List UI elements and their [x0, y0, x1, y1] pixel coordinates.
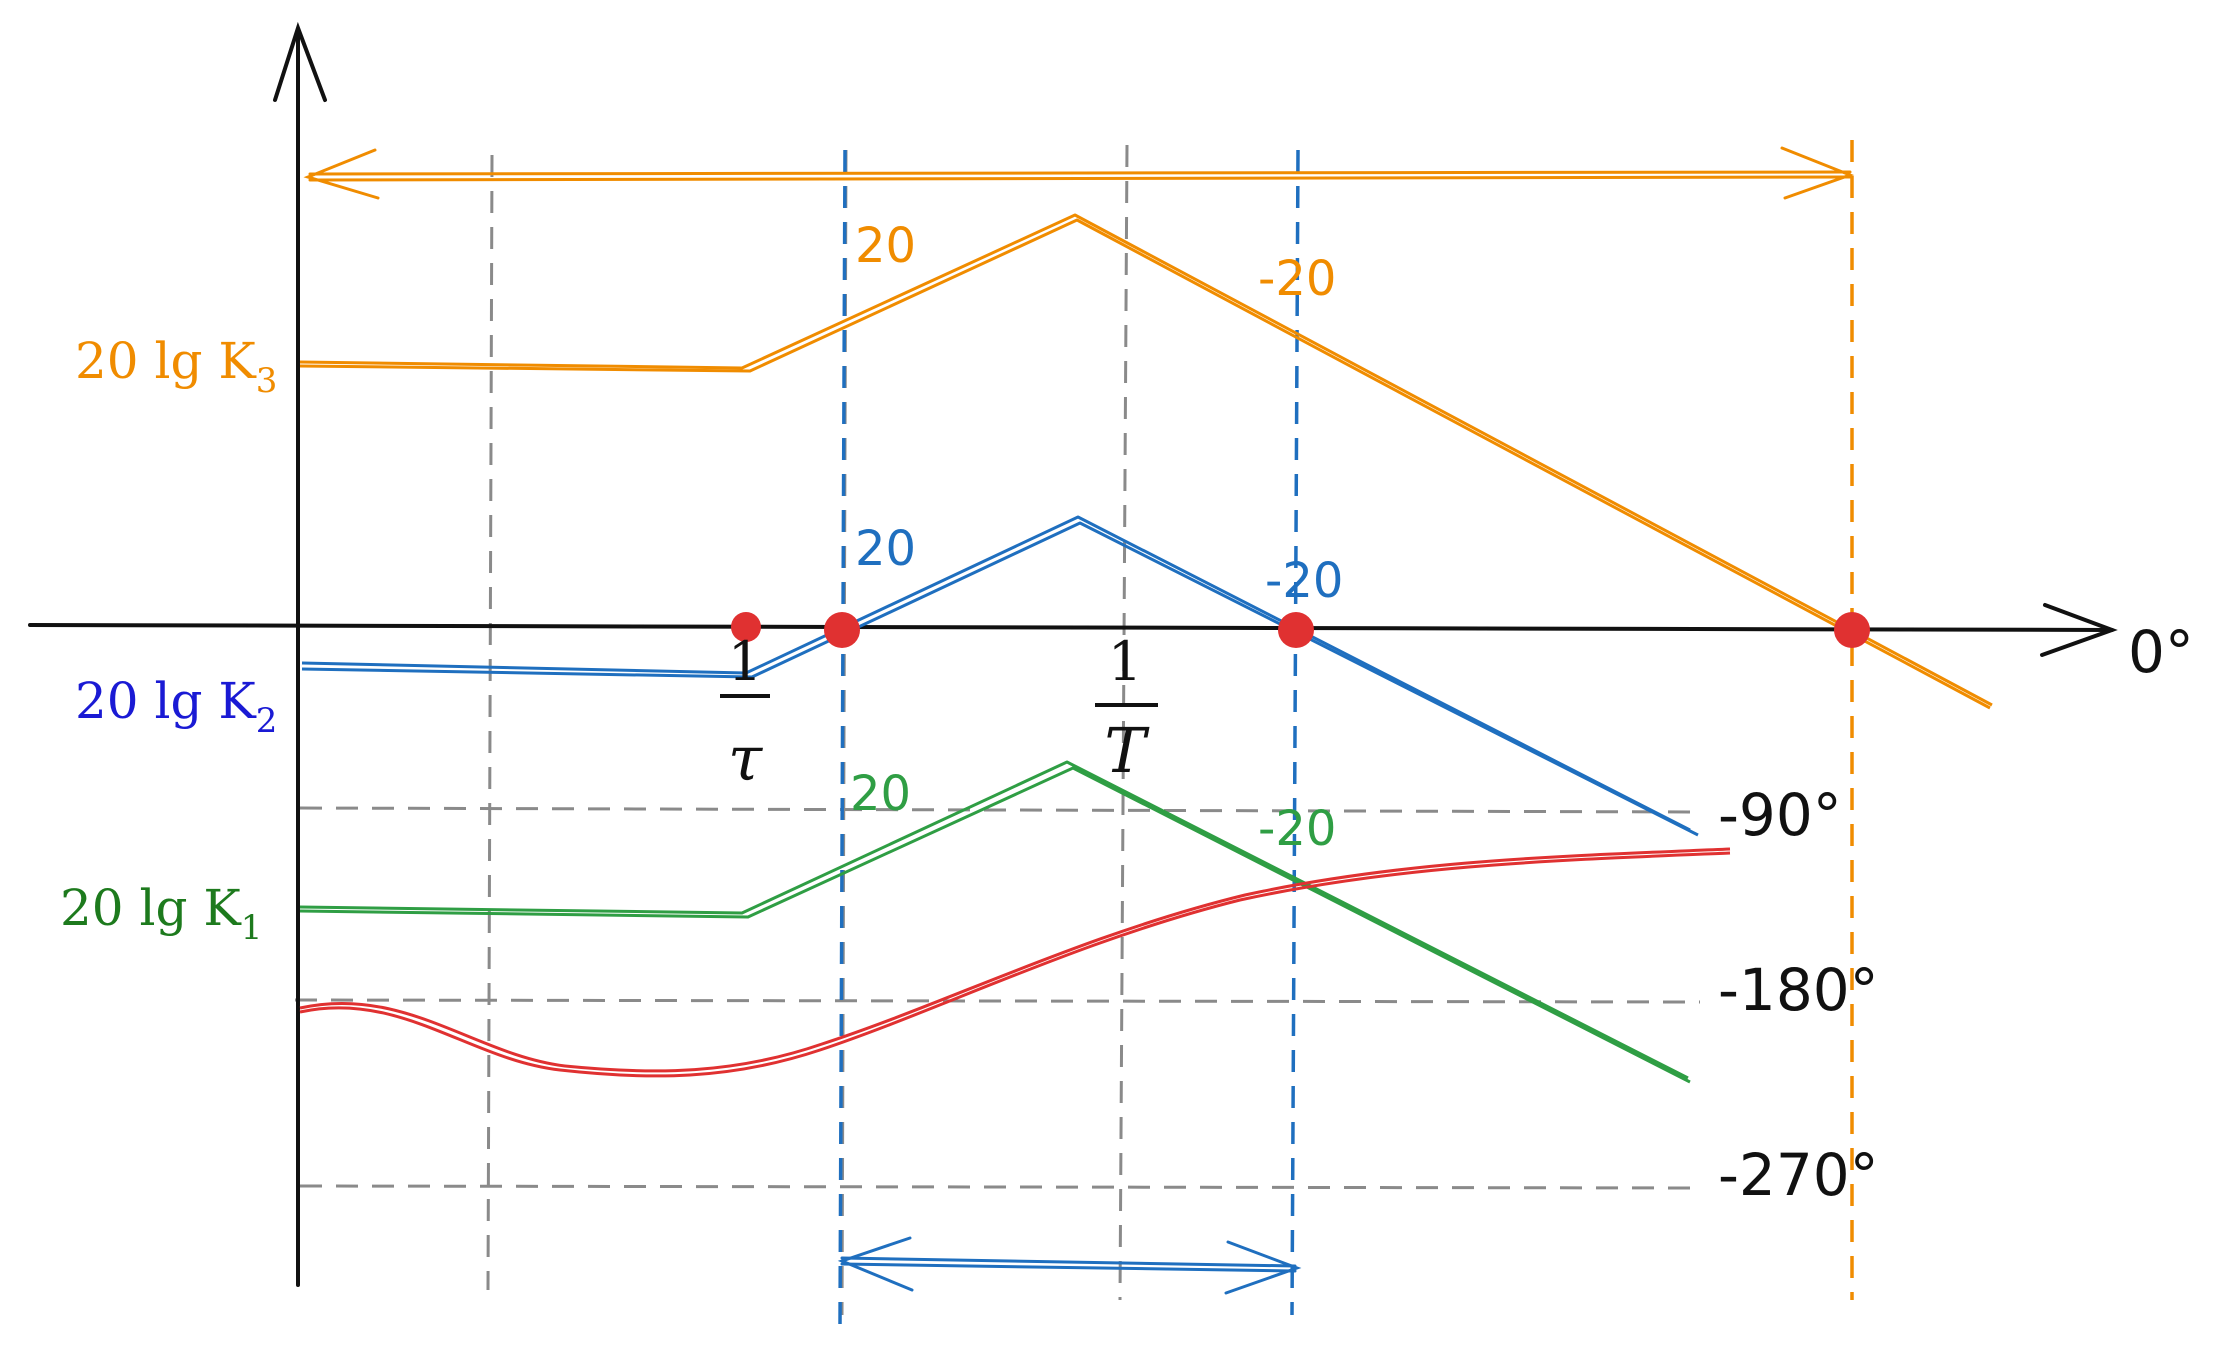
crossover-point-orange	[1834, 612, 1870, 648]
orange-magnitude-curve	[299, 213, 1993, 710]
crossover-point-blue-left	[824, 612, 860, 648]
corner-point-1-tau	[731, 612, 761, 642]
slope-label-orange-down: -20	[1258, 251, 1336, 307]
fraction-tau-denominator: τ	[728, 722, 764, 795]
slope-label-orange-up: 20	[855, 218, 916, 274]
degree-label-0: 0°	[2128, 618, 2194, 686]
gain-label-k2: 20 lg K2	[75, 672, 277, 741]
vertical-grid-line	[1118, 144, 1129, 1301]
arrow-up-icon	[273, 21, 327, 102]
blue-magnitude-curve	[301, 515, 1699, 837]
vertical-grid-line	[486, 154, 494, 1291]
degree-label-90: -90°	[1718, 781, 1842, 849]
gain-label-k1: 20 lg K1	[60, 879, 262, 948]
slope-label-green-down: -20	[1258, 801, 1336, 857]
blue-crossover-line-right	[1290, 149, 1300, 1316]
blue-crossover-line-left	[838, 149, 847, 1326]
phase-reference-lines	[294, 806, 1701, 1190]
slope-label-blue-down: -20	[1265, 553, 1343, 609]
x-axis	[28, 623, 2114, 632]
orange-range-arrow	[303, 146, 1855, 200]
slope-label-blue-up: 20	[855, 521, 916, 577]
blue-range-arrow	[837, 1236, 1302, 1295]
fraction-t-numerator: 1	[1108, 630, 1142, 693]
phase-line-270	[299, 1184, 1701, 1190]
crossing-points	[731, 612, 1870, 648]
vertical-grid-lines	[486, 144, 1129, 1316]
slope-label-green-up: 20	[850, 766, 911, 822]
axes	[28, 21, 2118, 1287]
fraction-t-denominator: T	[1104, 714, 1150, 787]
crossover-point-blue-right	[1278, 612, 1314, 648]
fraction-one-over-t: 1 T	[1095, 630, 1158, 787]
degree-label-270: -270°	[1718, 1141, 1879, 1209]
y-axis	[296, 28, 302, 1287]
fraction-one-over-tau: 1 τ	[720, 630, 770, 795]
degree-label-180: -180°	[1718, 956, 1879, 1024]
phase-line-90	[299, 806, 1701, 814]
red-phase-curve	[299, 847, 1731, 1078]
green-magnitude-curve	[299, 760, 1691, 1084]
arrow-right-icon	[2040, 603, 2118, 657]
gain-label-k3: 20 lg K3	[75, 332, 277, 401]
phase-line-180	[294, 998, 1701, 1004]
fraction-tau-numerator: 1	[728, 630, 762, 693]
